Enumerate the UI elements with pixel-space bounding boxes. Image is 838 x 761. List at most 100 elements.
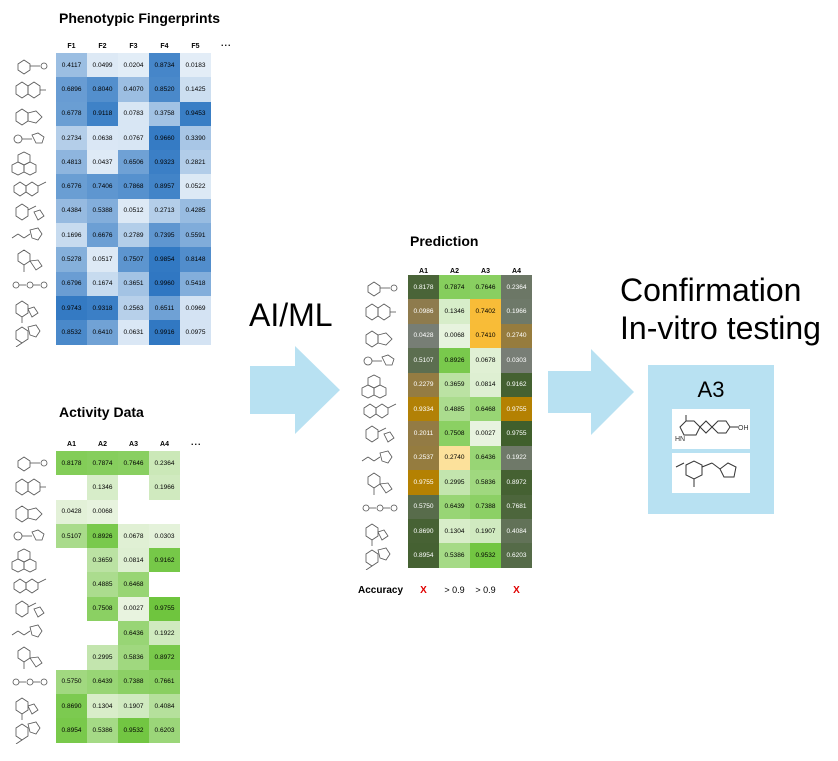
table-cell: 0.3390: [180, 125, 211, 151]
svg-text:OH: OH: [738, 425, 749, 432]
accuracy-value: X: [420, 585, 427, 596]
confirmation-line1: Confirmation: [620, 272, 802, 308]
table-cell: 0.0975: [180, 320, 211, 345]
table-cell: 0.7410: [470, 323, 501, 349]
molecule-structure-icon: [360, 445, 400, 478]
molecule-structure-icon: [10, 473, 50, 506]
molecule-structure-icon: [360, 518, 400, 551]
table-cell: 0.4117: [56, 53, 87, 78]
column-header: A3: [481, 268, 490, 275]
table-cell: 0.3758: [149, 101, 180, 126]
table-cell: 0.0767: [118, 125, 149, 151]
table-cell: 0.7868: [118, 174, 149, 199]
column-header: F5: [191, 43, 200, 50]
table-cell: 0.9755: [501, 421, 532, 446]
accuracy-value: > 0.9: [444, 585, 465, 595]
table-cell: 0.0303: [149, 523, 180, 549]
table-cell: 0.7507: [118, 247, 149, 272]
table-cell: 0.0183: [180, 53, 211, 78]
table-cell: 0.8532: [56, 320, 87, 345]
table-cell: 0.2364: [501, 275, 532, 300]
table-cell: 0.8148: [180, 247, 211, 272]
table-cell: 0.2740: [439, 445, 470, 471]
molecule-structure-icon: [360, 274, 400, 307]
table-cell: 0.6778: [56, 101, 87, 126]
table-cell: 0.2740: [501, 323, 532, 349]
molecule-structure-icon: [10, 295, 50, 328]
column-header: F4: [160, 43, 169, 50]
table-cell: 0.1966: [149, 475, 180, 500]
molecule-structure-icon: [10, 125, 50, 158]
molecule-structure-icon: [10, 716, 50, 749]
table-cell: 0.7402: [470, 299, 501, 324]
table-cell: 0.8972: [149, 645, 180, 670]
table-cell: 0.1907: [470, 518, 501, 544]
molecule-structure-icon: [10, 271, 50, 304]
table-cell: 0.0068: [439, 323, 470, 349]
fingerprints-title: Phenotypic Fingerprints: [59, 10, 221, 26]
column-header: F2: [98, 43, 107, 50]
table-cell: [56, 572, 87, 597]
table-cell: 0.6410: [87, 320, 118, 345]
molecule-structure-icon: [10, 319, 50, 352]
hit-molecule-1: OH HN: [672, 409, 750, 449]
column-header: A2: [98, 441, 107, 448]
right-arrow-icon: [250, 346, 340, 434]
molecule-structure-icon: [360, 420, 400, 453]
molecule-structure-icon: [360, 323, 400, 356]
table-cell: 0.8926: [87, 523, 118, 549]
table-cell: 0.6436: [470, 445, 501, 471]
column-header: A4: [512, 268, 521, 275]
table-cell: 0.1346: [439, 299, 470, 324]
table-cell: 0.5107: [56, 523, 87, 549]
table-cell: 0.9118: [87, 101, 118, 126]
table-cell: 0.2734: [56, 125, 87, 151]
table-cell: [118, 499, 149, 524]
table-cell: 0.6506: [118, 150, 149, 175]
table-cell: 0.5386: [439, 543, 470, 568]
molecule-structure-icon: [360, 494, 400, 527]
table-cell: 0.9532: [118, 718, 149, 743]
table-cell: 0.2011: [408, 421, 439, 446]
table-cell: 0.1674: [87, 271, 118, 296]
table-cell: 0.6776: [56, 174, 87, 199]
table-cell: 0.6203: [149, 718, 180, 743]
table-cell: 0.8734: [149, 53, 180, 78]
table-cell: [118, 475, 149, 500]
table-cell: 0.5386: [87, 718, 118, 743]
molecule-structure-icon: [360, 298, 400, 331]
table-cell: 0.2821: [180, 150, 211, 175]
table-cell: 0.7388: [470, 494, 501, 519]
table-cell: 0.7508: [439, 421, 470, 446]
table-cell: 0.2995: [87, 645, 118, 670]
table-cell: 0.0678: [118, 523, 149, 549]
molecule-structure-icon: [675, 460, 737, 487]
table-cell: 0.4084: [149, 693, 180, 719]
table-cell: 0.9532: [470, 543, 501, 568]
table-cell: [56, 621, 87, 646]
molecule-structure-icon: [10, 643, 50, 676]
table-cell: 0.7681: [501, 494, 532, 519]
table-cell: 0.0204: [118, 53, 149, 78]
table-cell: 0.4070: [118, 77, 149, 102]
molecule-structure-icon: [10, 198, 50, 231]
table-cell: 0.9162: [149, 548, 180, 573]
table-cell: [56, 645, 87, 670]
accuracy-value: > 0.9: [475, 585, 496, 595]
table-cell: 0.6896: [56, 77, 87, 102]
molecule-structure-icon: [10, 571, 50, 604]
table-cell: 0.8690: [56, 693, 87, 719]
table-cell: 0.8954: [408, 543, 439, 568]
table-cell: 0.9453: [180, 101, 211, 126]
table-cell: 0.0437: [87, 150, 118, 175]
ai-ml-label: AI/ML: [249, 297, 333, 333]
molecule-structure-icon: OH HN: [675, 415, 749, 443]
molecule-structure-icon: [10, 52, 50, 85]
activity-more: ...: [191, 437, 202, 447]
table-cell: 0.0783: [118, 101, 149, 126]
table-cell: 0.6511: [149, 295, 180, 321]
table-cell: 0.5107: [408, 348, 439, 373]
molecule-structure-icon: [10, 668, 50, 701]
table-cell: 0.0499: [87, 53, 118, 78]
svg-text:HN: HN: [675, 436, 685, 443]
